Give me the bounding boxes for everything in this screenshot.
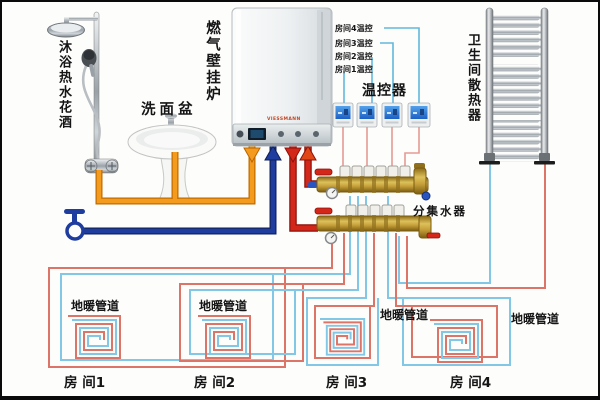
thermostat-label-room4: 房间4温控 xyxy=(335,24,373,33)
domestic-hot-water-pipe xyxy=(95,142,256,205)
bathroom-radiator xyxy=(479,7,555,165)
room2-label: 房 间2 xyxy=(194,375,236,391)
flow-direction-arrows xyxy=(243,144,317,164)
thermostat-unit-3 xyxy=(381,102,403,128)
heating-loop-room1 xyxy=(48,196,351,368)
manifold-label: 分集水器 xyxy=(413,204,467,218)
thermostat-unit-1 xyxy=(332,102,354,128)
pipe-label-room4: 地暖管道 xyxy=(511,312,560,326)
heating-loop-room2 xyxy=(179,196,359,362)
thermostat-unit-4 xyxy=(407,102,431,128)
shower-label: 沐浴热水花酒 xyxy=(56,40,71,130)
radiator-pipes xyxy=(398,160,546,289)
boiler-brand-logo: VIESSMANN xyxy=(267,116,301,122)
room4-label: 房 间4 xyxy=(450,375,492,391)
shower-fixture xyxy=(47,11,119,174)
pipe-label-room2: 地暖管道 xyxy=(199,299,248,313)
thermostat-actuator-wires xyxy=(342,127,420,167)
thermostat-signal-wires xyxy=(343,27,420,103)
cold-water-tap xyxy=(64,209,85,241)
heating-loop-room3 xyxy=(306,196,379,366)
pipe-label-room1: 地暖管道 xyxy=(71,299,120,313)
thermostat-label-room2: 房间2温控 xyxy=(335,52,373,61)
pipe-label-room3: 地暖管道 xyxy=(380,308,429,322)
radiator-label: 卫生间散热器 xyxy=(465,33,480,123)
thermostat-label-room3: 房间3温控 xyxy=(335,39,373,48)
room1-label: 房 间1 xyxy=(64,375,106,391)
cold-water-pipe xyxy=(66,144,277,235)
manifold-upper xyxy=(308,163,431,201)
thermostat-label-room1: 房间1温控 xyxy=(335,65,373,74)
heating-supply-pipe xyxy=(289,142,318,232)
thermostat-group-title: 温控器 xyxy=(362,83,407,99)
boiler-label: 燃气壁挂炉 xyxy=(204,20,220,103)
room3-label: 房 间3 xyxy=(326,375,368,391)
thermostat-unit-2 xyxy=(356,102,378,128)
heating-loop-room4 xyxy=(387,196,511,366)
gas-boiler xyxy=(231,7,333,147)
basin-label: 洗面盆 xyxy=(141,102,197,118)
manifold-lower xyxy=(314,204,441,245)
